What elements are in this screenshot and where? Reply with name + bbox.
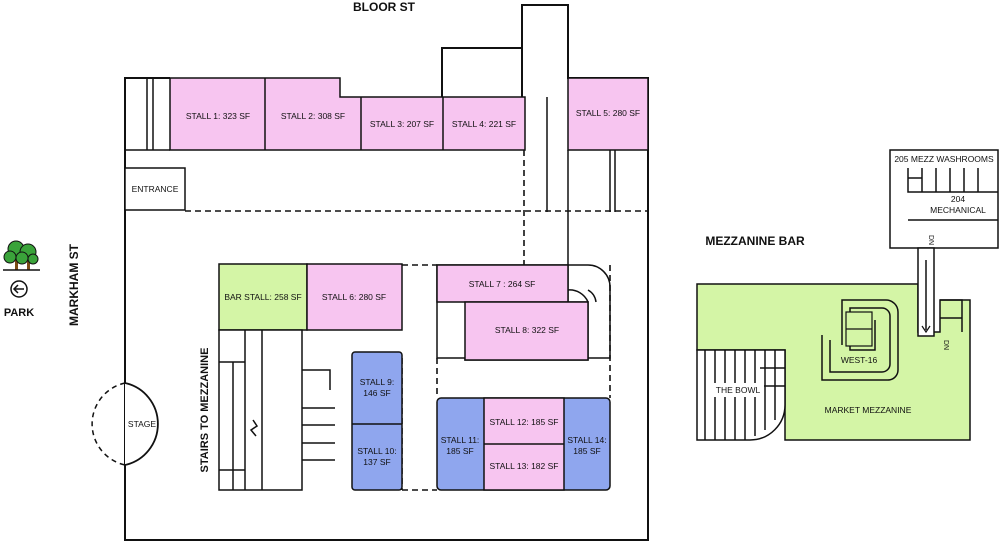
stall-9[interactable]: STALL 9: [360,377,395,387]
markham-street-label: MARKHAM ST [67,243,81,326]
mechanical-number: 204 [951,194,965,204]
entrance-box [124,167,186,211]
bar-stall-box [218,263,308,331]
svg-text:146 SF: 146 SF [363,388,390,398]
down-label-upper: DN [927,235,934,245]
stage-label[interactable]: STAGE [128,419,157,429]
bloor-street-label: BLOOR ST [353,0,416,14]
stall-8[interactable]: STALL 8: 322 SF [495,325,559,335]
west-16-label[interactable]: WEST-16 [841,355,878,365]
bowl-label[interactable]: THE BOWL [716,385,761,395]
arrow-left-icon [10,280,28,298]
stall-4[interactable]: STALL 4: 221 SF [452,119,516,129]
stall-5-box [567,77,649,151]
stall-row-north [169,77,526,151]
stall-8-box [464,301,589,361]
entrance-label[interactable]: ENTRANCE [132,184,179,194]
mezzanine-bar-title: MEZZANINE BAR [705,234,805,248]
stall-7-box [436,264,569,303]
tree-icon [3,240,40,271]
stall-3[interactable]: STALL 3: 207 SF [370,119,434,129]
stall-13[interactable]: STALL 13: 182 SF [490,461,559,471]
stall-12[interactable]: STALL 12: 185 SF [490,417,559,427]
washrooms-box [889,149,999,249]
svg-text:185 SF: 185 SF [446,446,473,456]
stall-14[interactable]: STALL 14: [567,435,606,445]
stall-6-box [306,263,403,331]
bar-stall[interactable]: BAR STALL: 258 SF [224,292,301,302]
stairs-area [218,329,303,491]
stall-7[interactable]: STALL 7 : 264 SF [469,279,536,289]
west-16-spiral [821,299,899,381]
park-label: PARK [4,307,34,319]
down-label-lower: DN [942,340,949,350]
mechanical-label[interactable]: MECHANICAL [930,205,986,215]
stall-2[interactable]: STALL 2: 308 SF [281,111,345,121]
svg-text:137 SF: 137 SF [363,457,390,467]
stall-1[interactable]: STALL 1: 323 SF [186,111,250,121]
stall-5[interactable]: STALL 5: 280 SF [576,108,640,118]
stairs-label: STAIRS TO MEZZANINE [199,348,211,473]
stall-11[interactable]: STALL 11: [441,435,480,445]
stall-10[interactable]: STALL 10: [357,446,396,456]
market-mezzanine-label[interactable]: MARKET MEZZANINE [825,405,912,415]
washrooms-label[interactable]: 205 MEZZ WASHROOMS [894,154,994,164]
stall-6[interactable]: STALL 6: 280 SF [322,292,386,302]
stall-9-10-box [351,351,403,491]
stage-box [124,382,159,466]
svg-text:185 SF: 185 SF [573,446,600,456]
